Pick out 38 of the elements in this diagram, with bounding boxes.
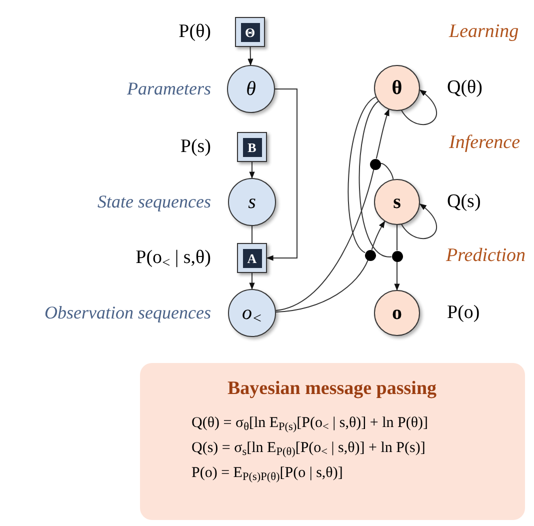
probability-label: P(s) [180,134,211,159]
arrow [249,162,255,179]
probability-label: P(o) [447,300,480,325]
stage-label: Inference [449,131,520,155]
arrow [401,90,437,126]
probability-label: Q(s) [447,190,481,214]
variable-name: Observation sequences [44,302,211,324]
variable-name: Parameters [127,78,211,100]
node-label: B [248,140,256,154]
arrow [401,204,437,240]
arrow [249,272,255,290]
node-label: θ [392,78,402,98]
panel-title: Bayesian message passing [227,376,437,400]
arrow [266,88,298,261]
node-label: o [392,303,402,323]
arrow [376,108,390,160]
node-label: A [247,252,257,264]
arrow [248,46,254,66]
probability-label: Q(θ) [447,76,482,100]
stage-label: Learning [449,20,519,44]
arrow [394,261,400,291]
node-label: θ [246,79,256,99]
node-label: s [248,192,256,212]
factor-square [235,17,265,47]
probability-label: P(o$_{<}$ | s,θ) [136,246,211,272]
node-label: Θ [244,26,256,38]
arrow [371,220,386,250]
node-label: s [393,192,401,212]
variable-name: State sequences [98,190,211,214]
factor-square [237,243,267,273]
node-label: o$_{<}$ [242,303,262,323]
probability-label: P(θ) [178,20,211,44]
stage-label: Prediction [446,244,526,268]
factor-square [237,132,267,162]
equation: Q(θ) = σ$_{θ}$[ln E$_{P(s)}$[P(o$_{<}$ | s,θ)] + ln P(θ)] [192,414,428,435]
equation: P(o) = E$_{P(s)P(θ)}$[P(o | s,θ)] [192,464,343,485]
equation-panel [140,362,524,520]
equation: Q(s) = σ$_{s}$[ln E$_{P(θ)}$[P(o$_{<}$ | s,θ)] + ln P(s)] [192,439,426,460]
